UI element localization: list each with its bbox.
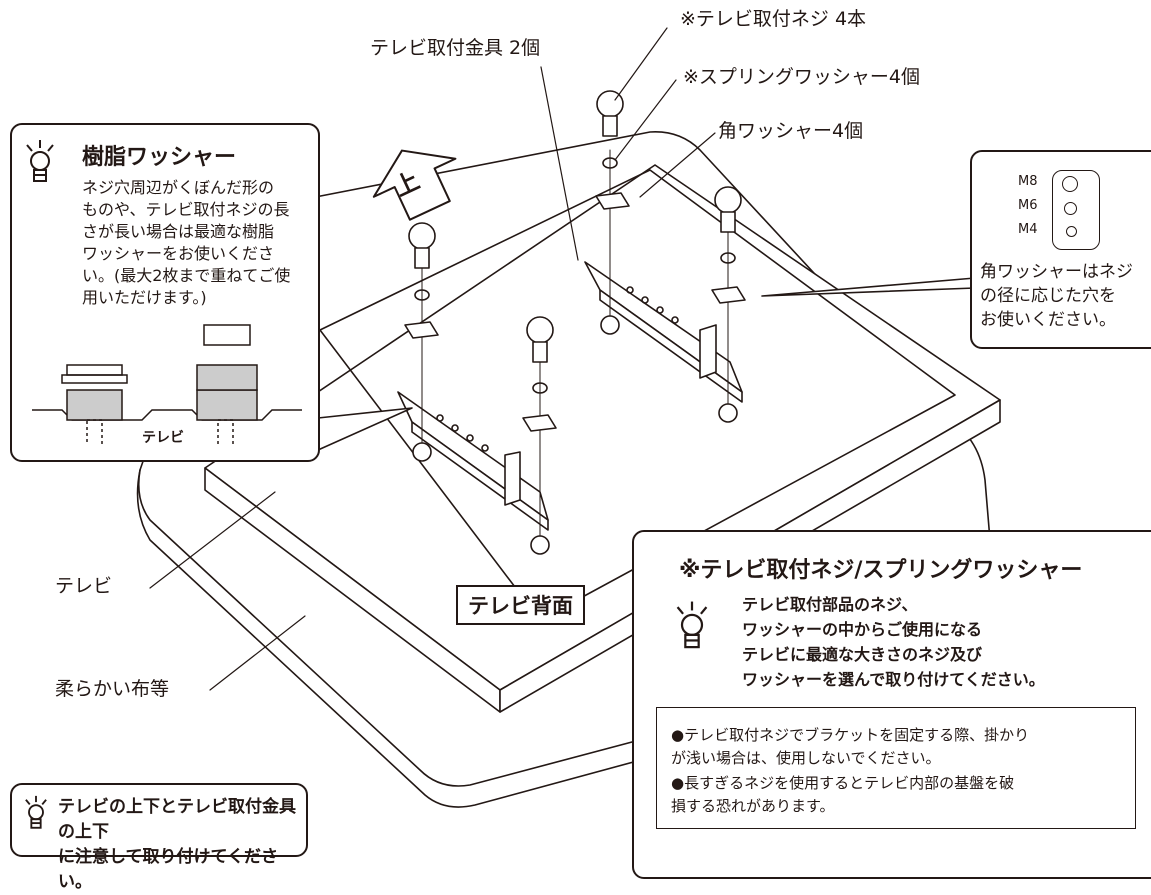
square-washer-icon: [404, 192, 746, 432]
screw-spring-text: テレビ取付部品のネジ、 ワッシャーの中からご使用になる テレビに最適な大きさのネ…: [742, 595, 1045, 689]
spring-washer-icon: [414, 157, 736, 394]
size-m4: M4: [1018, 222, 1038, 237]
tv-back-panel: [319, 169, 956, 621]
screws-label: ※テレビ取付ネジ 4本: [680, 8, 867, 30]
lightbulb-icon: [26, 140, 54, 182]
resin-washer-diagram: [32, 324, 302, 445]
assembly-guides: [421, 149, 729, 546]
size-m6: M6: [1018, 198, 1038, 213]
bracket-icon: [397, 261, 743, 531]
resin-washer-title: 樹脂ワッシャー: [82, 145, 237, 170]
orientation-tip: テレビの上下とテレビ取付金具の上下 に注意して取り付けてください。: [10, 783, 308, 892]
resin-washer-callout: 樹脂ワッシャー ネジ穴周辺がくぼんだ形の ものや、テレビ取付ネジの長 さが長い場…: [10, 123, 320, 462]
square-washer-text: 角ワッシャーはネジ の径に応じた穴を お使いください。: [980, 262, 1133, 330]
bracket-holes: [436, 286, 679, 452]
square-washer-diagram: [1052, 170, 1100, 250]
tv-back-label: テレビ背面: [456, 585, 585, 625]
screw-spring-callout: ※テレビ取付ネジ/スプリングワッシャー テレビ取付部品のネジ、 ワッシャーの中か…: [632, 530, 1151, 879]
tv-label: テレビ: [55, 575, 113, 597]
lightbulb-icon: [676, 601, 708, 649]
soft-cloth-label: 柔らかい布等: [55, 678, 170, 700]
square-washers-label: 角ワッシャー4個: [718, 120, 864, 142]
screw-spring-title: ※テレビ取付ネジ/スプリングワッシャー: [679, 558, 1083, 583]
hole-m4-icon: [1066, 226, 1077, 237]
lightbulb-icon: [25, 795, 47, 829]
brackets-label: テレビ取付金具 2個: [370, 37, 541, 59]
spring-washers-label: ※スプリングワッシャー4個: [683, 66, 921, 88]
resin-washer-tv-label: テレビ: [142, 430, 184, 446]
caution-note-1: ●テレビ取付ネジでブラケットを固定する際、掛かり が浅い場合は、使用しないでくだ…: [671, 726, 1030, 767]
hole-m8-icon: [1062, 176, 1078, 192]
square-washer-callout: M8 M6 M4 角ワッシャーはネジ の径に応じた穴を お使いください。: [970, 150, 1151, 349]
resin-washer-text: ネジ穴周辺がくぼんだ形の ものや、テレビ取付ネジの長 さが長い場合は最適な樹脂 …: [82, 178, 291, 307]
spacer-icon: [412, 315, 738, 555]
up-arrow-icon: [372, 149, 457, 221]
hole-m6-icon: [1064, 202, 1077, 215]
orientation-tip-text: テレビの上下とテレビ取付金具の上下 に注意して取り付けてください。: [58, 797, 296, 892]
size-m8: M8: [1018, 174, 1038, 189]
leader-lines: [149, 27, 716, 691]
caution-note-2: ●長すぎるネジを使用するとテレビ内部の基盤を破 損する恐れがあります。: [671, 774, 1015, 815]
caution-notes: ●テレビ取付ネジでブラケットを固定する際、掛かり が浅い場合は、使用しないでくだ…: [656, 707, 1136, 829]
